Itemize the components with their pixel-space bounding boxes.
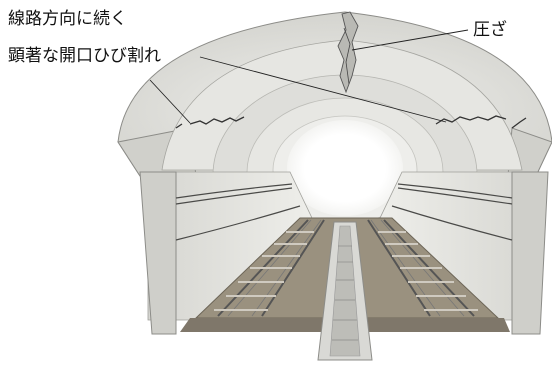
trough-ties — [332, 245, 358, 341]
lining-cracks — [175, 115, 527, 129]
crack-label-line2: 顕著な開口ひび割れ — [8, 46, 161, 66]
wall-cables — [175, 183, 513, 241]
leader-lines — [149, 29, 469, 124]
right-side-block — [511, 171, 549, 335]
tunnel-light — [287, 120, 403, 216]
sleepers — [214, 231, 478, 311]
compression-label: 圧ざ — [473, 20, 507, 40]
left-side-block — [139, 171, 177, 335]
crack-label-line1: 線路方向に続く — [8, 9, 127, 29]
